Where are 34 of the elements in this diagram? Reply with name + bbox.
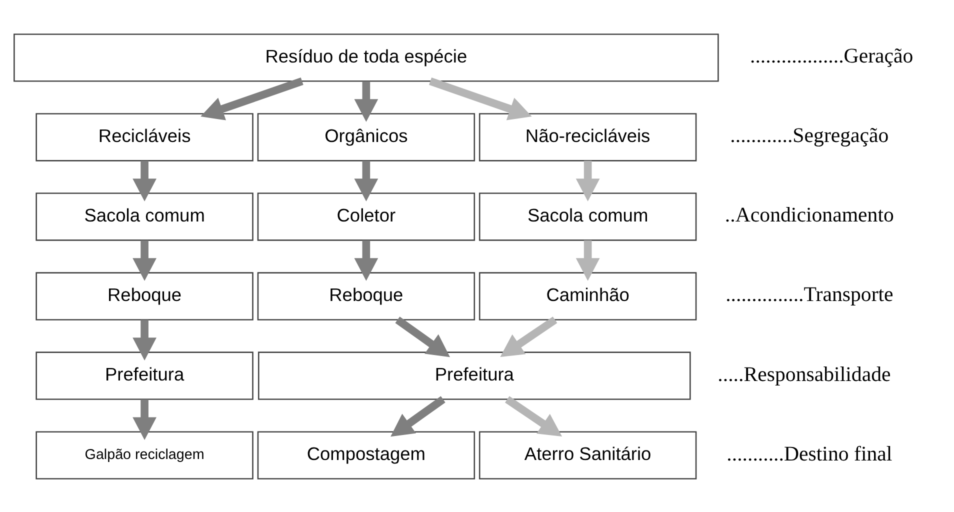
arrow	[576, 160, 600, 201]
arrow	[576, 240, 600, 280]
node-box: Sacola comum	[478, 192, 697, 240]
node-box: Orgânicos	[257, 112, 476, 161]
node-box: Não-recicláveis	[478, 112, 697, 161]
node-box: Galpão reciclagem	[36, 430, 254, 479]
arrow	[500, 316, 558, 356]
arrow	[395, 316, 450, 357]
arrow	[132, 160, 156, 201]
arrow	[132, 398, 156, 440]
arrow	[132, 240, 156, 280]
node-box: Prefeitura	[36, 351, 254, 400]
arrow	[390, 396, 446, 436]
node-box: Sacola comum	[36, 192, 254, 240]
node-box: Reboque	[257, 272, 476, 320]
label: .....Responsabilidade	[718, 361, 891, 386]
arrow	[354, 160, 378, 201]
node-box: Aterro Sanitário	[478, 430, 697, 479]
label: ............Segregação	[730, 122, 889, 147]
arrow	[354, 240, 378, 280]
arrow	[505, 396, 562, 436]
label: ...........Destino final	[726, 440, 892, 465]
node-box: Resíduo de toda espécie	[14, 33, 719, 82]
node-box: Coletor	[257, 192, 476, 240]
label: ..Acondicionamento	[724, 202, 894, 226]
arrow	[354, 80, 378, 122]
node-box: Prefeitura	[258, 351, 691, 400]
node-box: Reboque	[36, 272, 254, 320]
node-box: Compostagem	[257, 430, 476, 479]
node-box: Recicláveis	[36, 112, 254, 161]
label: ..................Geração	[750, 43, 914, 68]
label: ...............Transporte	[726, 282, 894, 306]
node-box: Caminhão	[478, 272, 697, 320]
arrow	[132, 319, 156, 360]
